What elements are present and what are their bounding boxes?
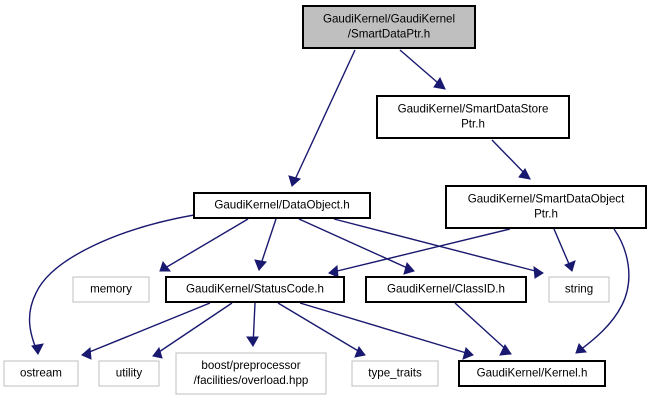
node-box-string[interactable]	[548, 276, 610, 303]
node-label-statuscode: GaudiKernel/StatusCode.h	[186, 283, 324, 296]
edge-dataobject-memory	[159, 218, 249, 272]
node-label-memory: memory	[90, 283, 132, 296]
node-label-smartdataobjectptr: Ptr.h	[534, 208, 558, 221]
node-kernel[interactable]: GaudiKernel/Kernel.h	[458, 360, 606, 387]
node-label-boost: boost/preprocessor	[201, 359, 300, 372]
arrowhead	[152, 346, 163, 359]
node-box-root[interactable]	[302, 5, 476, 49]
edge-smartdataobj-statuscode	[328, 228, 511, 278]
edge-statuscode-type_traits	[277, 302, 366, 358]
node-box-utility[interactable]	[98, 360, 160, 387]
arrowhead	[499, 344, 512, 356]
arrowhead	[433, 76, 446, 90]
edge-classid-kernel	[454, 302, 512, 356]
node-label-string: string	[565, 283, 593, 296]
arrowhead	[575, 343, 588, 354]
arrowhead	[81, 346, 92, 360]
node-label-smartdatastoreptr: Ptr.h	[461, 118, 485, 131]
arrowhead	[403, 261, 415, 275]
edge-dataobject-classid	[298, 218, 415, 275]
node-type_traits[interactable]: type_traits	[351, 360, 439, 387]
arrowhead	[31, 343, 44, 355]
node-label-kernel: GaudiKernel/Kernel.h	[477, 367, 588, 380]
node-box-type_traits[interactable]	[351, 360, 439, 387]
node-memory[interactable]: memory	[72, 276, 150, 303]
arrowhead	[564, 260, 576, 272]
node-box-dataobject[interactable]	[193, 192, 371, 219]
node-box-ostream[interactable]	[3, 360, 79, 387]
node-string[interactable]: string	[548, 276, 610, 303]
node-label-smartdataobjectptr: GaudiKernel/SmartDataObject	[468, 193, 625, 206]
arrowhead	[533, 266, 544, 279]
edge-statuscode-utility	[152, 302, 233, 359]
nodes-layer: GaudiKernel/GaudiKernel/SmartDataPtr.hGa…	[3, 5, 647, 395]
edge-statuscode-boost	[246, 302, 259, 347]
node-ostream[interactable]: ostream	[3, 360, 79, 387]
node-label-classid: GaudiKernel/ClassID.h	[387, 283, 505, 296]
node-box-boost[interactable]	[175, 352, 327, 395]
node-label-smartdatastoreptr: GaudiKernel/SmartDataStore	[398, 103, 549, 116]
node-classid[interactable]: GaudiKernel/ClassID.h	[365, 276, 527, 303]
node-box-statuscode[interactable]	[165, 276, 345, 303]
edge-statuscode-kernel	[299, 302, 474, 360]
edges-layer	[28, 49, 630, 360]
node-label-root: /SmartDataPtr.h	[348, 28, 430, 41]
arrowhead	[354, 345, 366, 358]
node-statuscode[interactable]: GaudiKernel/StatusCode.h	[165, 276, 345, 303]
node-box-memory[interactable]	[72, 276, 150, 303]
node-label-root: GaudiKernel/GaudiKernel	[323, 13, 455, 26]
node-box-smartdataobjectptr[interactable]	[445, 185, 647, 229]
arrowhead	[159, 260, 172, 272]
node-utility[interactable]: utility	[98, 360, 160, 387]
edge-dataobject-ostream	[28, 214, 195, 355]
edge-smartdataobj-string	[553, 228, 576, 272]
node-root[interactable]: GaudiKernel/GaudiKernel/SmartDataPtr.h	[302, 5, 476, 49]
node-box-smartdatastoreptr[interactable]	[376, 95, 570, 139]
node-label-boost: /facilities/overload.hpp	[194, 374, 309, 387]
arrowhead	[254, 259, 267, 271]
arrowhead	[328, 264, 339, 278]
node-label-type_traits: type_traits	[368, 367, 422, 380]
node-label-utility: utility	[116, 367, 143, 380]
node-dataobject[interactable]: GaudiKernel/DataObject.h	[193, 192, 371, 219]
node-box-kernel[interactable]	[458, 360, 606, 387]
arrowhead	[462, 347, 474, 360]
node-boost[interactable]: boost/preprocessor/facilities/overload.h…	[175, 352, 327, 395]
edge-smartdatastore-smartdataobj	[491, 139, 531, 180]
arrowhead	[246, 336, 259, 347]
arrowhead	[518, 168, 531, 180]
node-label-ostream: ostream	[20, 367, 62, 380]
edge-smartdataobj-kernel	[575, 228, 630, 354]
node-box-classid[interactable]	[365, 276, 527, 303]
edge-dataobject-statuscode	[254, 218, 277, 271]
node-label-dataobject: GaudiKernel/DataObject.h	[214, 199, 349, 212]
edge-root-dataobject	[288, 49, 356, 187]
arrowhead	[288, 175, 302, 187]
edge-root-smartdatastoreptr	[399, 49, 446, 90]
edge-statuscode-ostream	[81, 302, 211, 360]
